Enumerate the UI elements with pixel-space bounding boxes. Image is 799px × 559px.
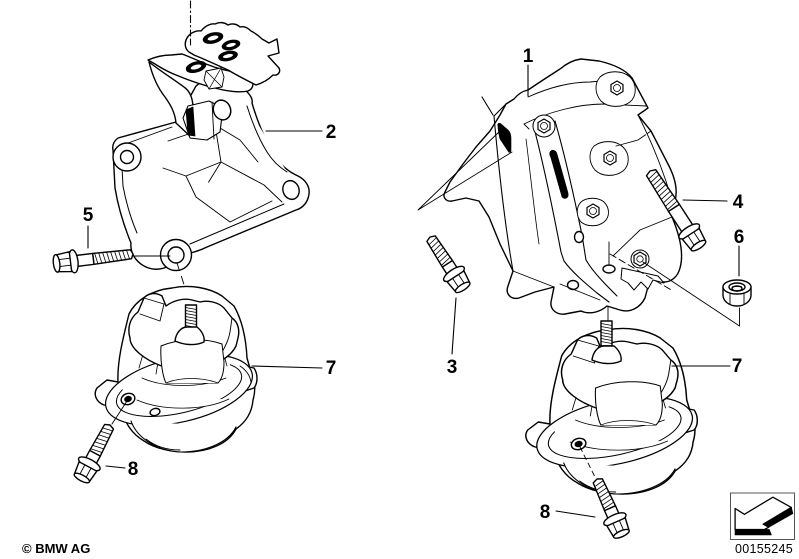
svg-text:1: 1	[523, 46, 534, 67]
svg-text:5: 5	[83, 205, 94, 226]
svg-text:00155245: 00155245	[735, 542, 793, 556]
svg-text:7: 7	[732, 356, 743, 377]
svg-text:4: 4	[733, 192, 744, 213]
svg-text:8: 8	[128, 459, 139, 480]
svg-text:© BMW AG: © BMW AG	[22, 541, 90, 556]
svg-text:2: 2	[326, 122, 337, 143]
svg-text:8: 8	[540, 502, 551, 523]
svg-text:3: 3	[447, 357, 458, 378]
svg-text:6: 6	[734, 227, 745, 248]
svg-text:7: 7	[326, 358, 337, 379]
